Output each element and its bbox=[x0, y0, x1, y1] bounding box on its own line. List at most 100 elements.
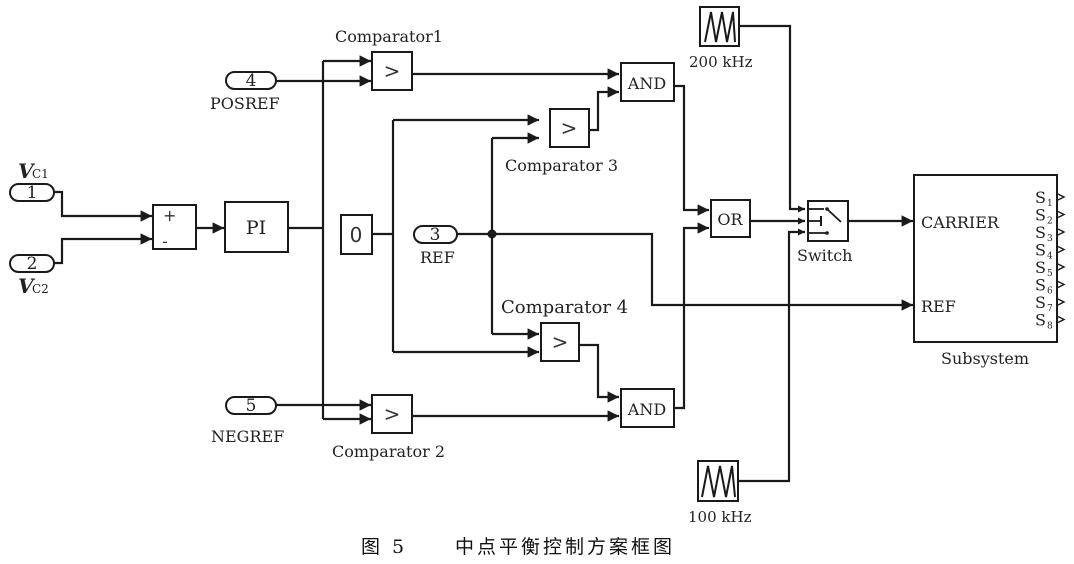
triangle-wave-icon bbox=[704, 11, 736, 43]
inport-label: POSREF bbox=[210, 94, 280, 113]
output-label: S bbox=[1035, 311, 1046, 330]
inport-number: 1 bbox=[27, 183, 38, 203]
outport-arrow-icon bbox=[1057, 228, 1066, 236]
outport-arrow-icon bbox=[1057, 210, 1066, 219]
carrier-200khz-block[interactable]: 200 kHz bbox=[689, 6, 753, 71]
inport-label-subscript: C1 bbox=[32, 167, 49, 181]
outport-arrow-icon bbox=[1057, 298, 1066, 306]
wire-ref-to-subsystem bbox=[457, 232, 913, 311]
inport-label: REF bbox=[420, 248, 455, 267]
sum-block[interactable]: + - bbox=[152, 204, 197, 251]
inport-label: NEGREF bbox=[211, 427, 284, 446]
wire-200khz-to-switch bbox=[739, 24, 805, 213]
outport-arrow-icon bbox=[1057, 315, 1066, 324]
outport-arrow-icon bbox=[1057, 263, 1066, 271]
comparator-label: Comparator 2 bbox=[332, 442, 445, 461]
output-label: S bbox=[1035, 188, 1046, 207]
output-label-subscript: 8 bbox=[1047, 322, 1053, 332]
wire-and2-to-or bbox=[674, 222, 709, 410]
caption-text: 中点平衡控制方案框图 bbox=[455, 536, 675, 558]
inport-posref[interactable]: 4 POSREF bbox=[210, 71, 280, 113]
wires bbox=[54, 24, 913, 483]
and-gate-1[interactable]: AND bbox=[620, 62, 675, 102]
outport-arrow-icon bbox=[1057, 245, 1066, 254]
or-gate[interactable]: OR bbox=[710, 199, 751, 238]
output-label: S bbox=[1035, 206, 1046, 225]
wire-vc1-to-sum bbox=[54, 190, 152, 222]
wire-vc2-to-sum bbox=[54, 233, 152, 265]
figure-caption: 图 5 中点平衡控制方案框图 bbox=[361, 536, 675, 558]
comparator-4[interactable]: > Comparator 4 bbox=[501, 297, 628, 362]
switch-icon bbox=[808, 207, 842, 235]
wire-comp4-to-and2 bbox=[579, 343, 619, 403]
greater-than-icon: > bbox=[384, 59, 401, 83]
comparator-label: Comparator1 bbox=[335, 27, 443, 46]
greater-than-icon: > bbox=[552, 330, 569, 354]
inport-number: 5 bbox=[246, 396, 257, 416]
and-label: AND bbox=[627, 74, 666, 93]
inport-number: 4 bbox=[246, 71, 257, 91]
pi-controller-block[interactable]: PI bbox=[224, 201, 289, 253]
inport-negref[interactable]: 5 NEGREF bbox=[211, 396, 284, 446]
comparator-1[interactable]: > Comparator1 bbox=[335, 27, 443, 91]
outport-arrow-icon bbox=[1057, 193, 1066, 201]
inport-vc2[interactable]: 2 V C2 bbox=[9, 254, 55, 298]
comparator-3[interactable]: > Comparator 3 bbox=[505, 108, 618, 175]
junction-dot bbox=[487, 229, 497, 239]
output-label: S bbox=[1035, 276, 1046, 295]
inport-label: V bbox=[18, 274, 36, 298]
subsystem-input-carrier: CARRIER bbox=[921, 213, 1000, 232]
constant-zero-block[interactable]: 0 bbox=[340, 214, 373, 255]
greater-than-icon: > bbox=[384, 402, 401, 426]
output-label-subscript: 1 bbox=[1047, 199, 1053, 209]
wire-and1-to-or bbox=[674, 84, 709, 216]
greater-than-icon: > bbox=[561, 116, 578, 140]
carrier-100khz-block[interactable]: 100 kHz bbox=[688, 460, 752, 526]
triangle-wave-icon bbox=[701, 465, 736, 498]
carrier-label: 200 kHz bbox=[689, 53, 753, 71]
subsystem-input-ref: REF bbox=[921, 297, 956, 316]
comparator-label: Comparator 4 bbox=[501, 297, 628, 318]
inport-number: 3 bbox=[430, 225, 441, 245]
minus-sign: - bbox=[162, 232, 168, 251]
switch-block[interactable]: Switch bbox=[797, 200, 852, 265]
and-gate-2[interactable]: AND bbox=[620, 388, 675, 428]
or-label: OR bbox=[717, 210, 743, 229]
output-label-subscript: 4 bbox=[1047, 252, 1053, 262]
output-label-subscript: 7 bbox=[1047, 304, 1053, 314]
output-label: S bbox=[1035, 223, 1046, 242]
inport-ref[interactable]: 3 REF bbox=[413, 225, 458, 267]
comparator-2[interactable]: > Comparator 2 bbox=[332, 394, 445, 461]
inport-label-subscript: C2 bbox=[32, 282, 49, 296]
inport-vc1[interactable]: 1 V C1 bbox=[9, 159, 55, 203]
output-label: S bbox=[1035, 293, 1046, 312]
caption-number: 图 5 bbox=[361, 536, 407, 558]
outport-arrow-icon bbox=[1057, 280, 1066, 289]
wire-comp3-to-and1 bbox=[589, 86, 619, 132]
constant-value: 0 bbox=[350, 223, 363, 247]
carrier-label: 100 kHz bbox=[688, 508, 752, 526]
comparator-label: Comparator 3 bbox=[505, 156, 618, 175]
output-label-subscript: 2 bbox=[1047, 217, 1053, 227]
pi-label: PI bbox=[246, 217, 266, 239]
switch-label: Switch bbox=[797, 246, 852, 265]
output-label: S bbox=[1035, 241, 1046, 260]
output-label-subscript: 6 bbox=[1047, 287, 1053, 297]
output-label: S bbox=[1035, 258, 1046, 277]
plus-sign: + bbox=[163, 206, 176, 225]
output-label-subscript: 5 bbox=[1047, 269, 1053, 279]
output-label-subscript: 3 bbox=[1047, 234, 1053, 244]
inport-number: 2 bbox=[27, 254, 38, 274]
inport-label: V bbox=[18, 159, 36, 183]
